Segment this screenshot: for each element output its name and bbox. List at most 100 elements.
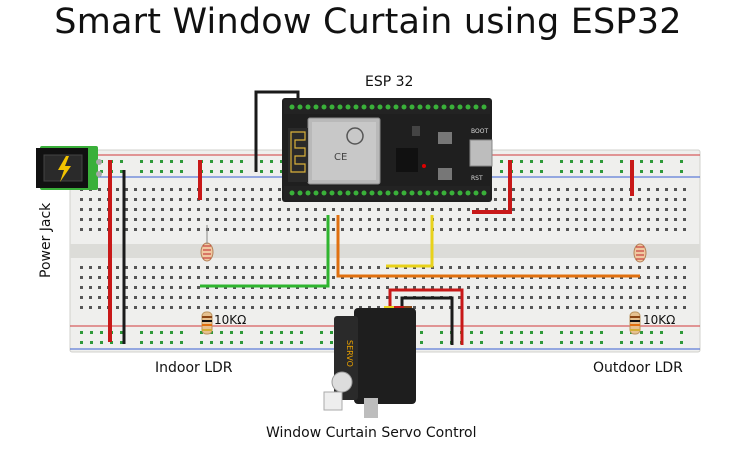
breadboard-hole bbox=[640, 331, 643, 334]
breadboard-hole bbox=[539, 208, 542, 211]
breadboard-hole bbox=[440, 341, 443, 344]
breadboard-hole bbox=[80, 228, 83, 231]
breadboard-hole bbox=[560, 341, 563, 344]
esp32-pin bbox=[385, 190, 391, 196]
breadboard-hole bbox=[458, 228, 461, 231]
breadboard-hole bbox=[89, 208, 92, 211]
breadboard-hole bbox=[656, 188, 659, 191]
breadboard-hole bbox=[278, 208, 281, 211]
esp-boot-label: BOOT bbox=[471, 128, 488, 135]
breadboard-hole bbox=[170, 286, 173, 289]
breadboard-hole bbox=[629, 306, 632, 309]
breadboard-hole bbox=[485, 208, 488, 211]
breadboard-hole bbox=[242, 218, 245, 221]
breadboard-hole bbox=[566, 208, 569, 211]
breadboard-hole bbox=[233, 266, 236, 269]
breadboard-hole bbox=[98, 198, 101, 201]
breadboard-hole bbox=[215, 198, 218, 201]
breadboard-hole bbox=[210, 170, 213, 173]
breadboard-hole bbox=[570, 160, 573, 163]
esp32-pin bbox=[345, 104, 351, 110]
esp32-pin bbox=[433, 190, 439, 196]
breadboard-hole bbox=[170, 306, 173, 309]
breadboard-hole bbox=[278, 276, 281, 279]
breadboard-hole bbox=[449, 218, 452, 221]
breadboard-hole bbox=[220, 160, 223, 163]
breadboard-hole bbox=[620, 331, 623, 334]
breadboard-hole bbox=[539, 266, 542, 269]
breadboard-hole bbox=[656, 208, 659, 211]
breadboard-hole bbox=[161, 296, 164, 299]
breadboard-hole bbox=[269, 296, 272, 299]
breadboard-hole bbox=[188, 306, 191, 309]
esp32-pin bbox=[361, 104, 367, 110]
breadboard-hole bbox=[125, 266, 128, 269]
breadboard-hole bbox=[620, 170, 623, 173]
esp32-pin bbox=[409, 190, 415, 196]
breadboard-hole bbox=[422, 306, 425, 309]
breadboard-hole bbox=[134, 276, 137, 279]
breadboard-hole bbox=[188, 198, 191, 201]
breadboard-hole bbox=[575, 208, 578, 211]
breadboard-hole bbox=[530, 266, 533, 269]
breadboard-hole bbox=[134, 296, 137, 299]
breadboard-hole bbox=[647, 198, 650, 201]
breadboard-hole bbox=[494, 286, 497, 289]
breadboard-hole bbox=[242, 208, 245, 211]
breadboard-hole bbox=[280, 170, 283, 173]
breadboard-hole bbox=[521, 296, 524, 299]
breadboard-hole bbox=[656, 228, 659, 231]
breadboard-hole bbox=[260, 170, 263, 173]
breadboard-hole bbox=[206, 218, 209, 221]
breadboard-hole bbox=[314, 228, 317, 231]
breadboard-hole bbox=[680, 331, 683, 334]
breadboard-hole bbox=[620, 198, 623, 201]
breadboard-hole bbox=[260, 198, 263, 201]
breadboard-hole bbox=[629, 296, 632, 299]
breadboard-hole bbox=[116, 286, 119, 289]
esp-rst-label: RST bbox=[471, 175, 483, 182]
breadboard-hole bbox=[404, 218, 407, 221]
breadboard-hole bbox=[152, 218, 155, 221]
breadboard-hole bbox=[287, 218, 290, 221]
breadboard-hole bbox=[179, 218, 182, 221]
breadboard-hole bbox=[566, 266, 569, 269]
breadboard-hole bbox=[215, 228, 218, 231]
breadboard-hole bbox=[500, 341, 503, 344]
breadboard-hole bbox=[584, 266, 587, 269]
breadboard-hole bbox=[467, 228, 470, 231]
breadboard-hole bbox=[260, 228, 263, 231]
breadboard-hole bbox=[602, 296, 605, 299]
breadboard-hole bbox=[215, 188, 218, 191]
breadboard-hole bbox=[305, 296, 308, 299]
esp32-pin bbox=[441, 190, 447, 196]
breadboard-hole bbox=[270, 341, 273, 344]
breadboard-hole bbox=[278, 198, 281, 201]
breadboard-hole bbox=[242, 198, 245, 201]
breadboard-hole bbox=[665, 208, 668, 211]
breadboard-hole bbox=[116, 208, 119, 211]
breadboard-hole bbox=[359, 208, 362, 211]
breadboard-hole bbox=[278, 218, 281, 221]
breadboard-hole bbox=[458, 306, 461, 309]
breadboard-hole bbox=[413, 208, 416, 211]
breadboard-hole bbox=[590, 331, 593, 334]
breadboard-hole bbox=[161, 228, 164, 231]
esp32-pin bbox=[425, 104, 431, 110]
breadboard-hole bbox=[638, 198, 641, 201]
breadboard-hole bbox=[170, 170, 173, 173]
breadboard-hole bbox=[647, 266, 650, 269]
breadboard-hole bbox=[638, 266, 641, 269]
breadboard-hole bbox=[480, 331, 483, 334]
breadboard-hole bbox=[224, 306, 227, 309]
breadboard-hole bbox=[530, 228, 533, 231]
breadboard-hole bbox=[620, 218, 623, 221]
breadboard-hole bbox=[548, 218, 551, 221]
breadboard-hole bbox=[251, 198, 254, 201]
breadboard-hole bbox=[440, 228, 443, 231]
esp32-pin bbox=[449, 190, 455, 196]
breadboard-hole bbox=[161, 306, 164, 309]
breadboard-hole bbox=[656, 286, 659, 289]
servo-control-label: Window Curtain Servo Control bbox=[266, 425, 477, 441]
esp32-pin bbox=[297, 190, 303, 196]
